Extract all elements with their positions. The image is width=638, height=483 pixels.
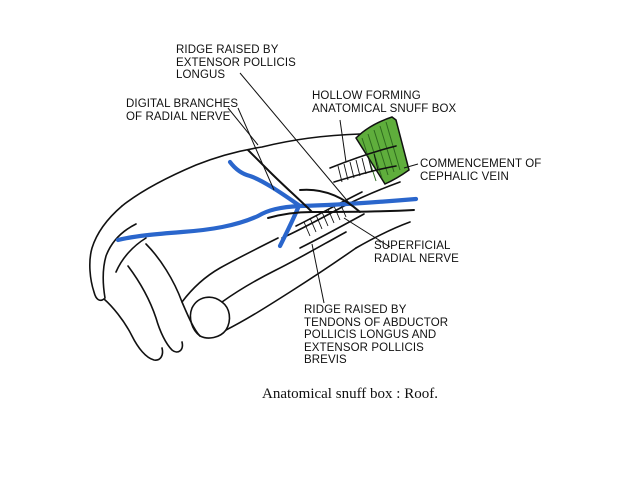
label-line: TENDONS OF ABDUCTOR <box>304 316 449 329</box>
label-line: DIGITAL BRANCHES <box>126 98 239 110</box>
label-line: CEPHALIC VEIN <box>420 170 509 183</box>
label-line: HOLLOW FORMING <box>312 90 421 102</box>
radial-nerve <box>247 149 415 219</box>
label-line: OF RADIAL NERVE <box>126 110 231 123</box>
label-line: LONGUS <box>176 69 226 81</box>
figure-caption: Anatomical snuff box : Roof. <box>262 386 438 402</box>
label-digital-branches: DIGITAL BRANCHES OF RADIAL NERVE <box>126 98 238 123</box>
label-line: EXTENSOR POLLICIS <box>176 56 296 69</box>
hand-outline <box>89 133 411 361</box>
leader-lines <box>227 72 419 304</box>
label-line: RADIAL NERVE <box>374 252 459 265</box>
label-line: POLLICIS LONGUS AND <box>304 329 437 341</box>
label-superficial-radial: SUPERFICIAL RADIAL NERVE <box>374 240 459 265</box>
label-line: COMMENCEMENT OF <box>420 158 542 170</box>
label-hollow: HOLLOW FORMING ANATOMICAL SNUFF BOX <box>312 90 456 115</box>
label-line: SUPERFICIAL <box>374 240 451 252</box>
label-apl-epb-ridge: RIDGE RAISED BY TENDONS OF ABDUCTOR POLL… <box>304 304 448 367</box>
label-line: BREVIS <box>304 354 347 366</box>
label-line: RIDGE RAISED BY <box>304 304 407 316</box>
label-cephalic: COMMENCEMENT OF CEPHALIC VEIN <box>420 158 541 183</box>
tendon-hatching <box>303 153 379 237</box>
label-line: ANATOMICAL SNUFF BOX <box>312 102 457 115</box>
label-line: RIDGE RAISED BY <box>176 44 279 56</box>
label-epl-ridge: RIDGE RAISED BY EXTENSOR POLLICIS LONGUS <box>176 44 296 82</box>
label-line: EXTENSOR POLLICIS <box>304 341 424 354</box>
